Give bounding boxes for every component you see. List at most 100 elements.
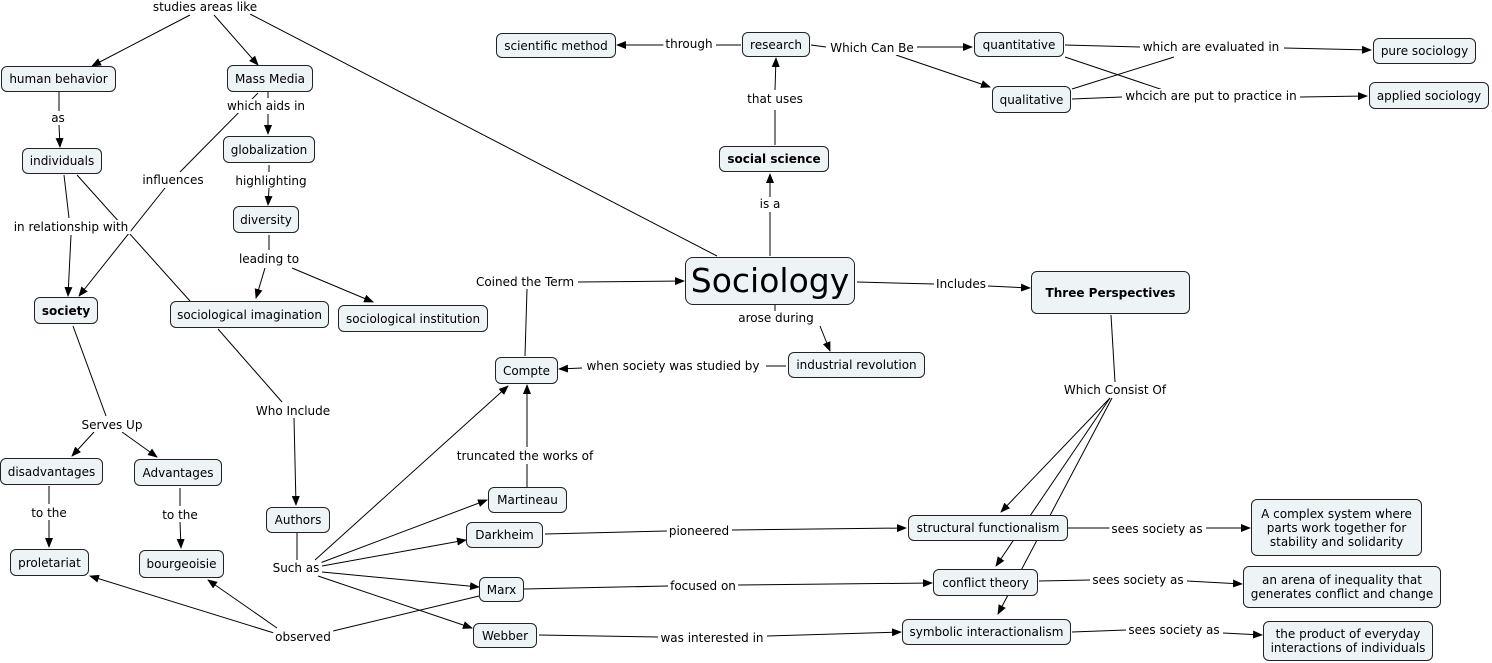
link-which-aids-in: which aids in (224, 99, 308, 113)
link-which-can-be: Which Can Be (828, 41, 916, 55)
arrow-to-applied-sociology (1299, 92, 1368, 101)
node-arena-inequality[interactable]: an arena of inequality that generates co… (1243, 566, 1441, 608)
node-pure-sociology[interactable]: pure sociology (1373, 38, 1476, 64)
link-influences: influences (140, 173, 206, 187)
arrow-to-individuals (55, 124, 64, 148)
node-globalization[interactable]: globalization (223, 136, 315, 163)
node-society[interactable]: society (34, 297, 98, 324)
node-advantages[interactable]: Advantages (134, 459, 222, 486)
arrow-to-sociological-imagination (254, 267, 266, 299)
arrow-to-human-behavior (91, 14, 191, 67)
node-symbolic-interactionalism[interactable]: symbolic interactionalism (902, 619, 1071, 645)
node-qualitative[interactable]: qualitative (992, 86, 1071, 113)
arrow-to-three-perspectives (987, 283, 1031, 292)
node-sociological-imagination[interactable]: sociological imagination (170, 301, 329, 328)
link-includes: Includes (934, 277, 988, 291)
link-to-the-bourgeoisie: to the (160, 508, 200, 522)
node-sociology[interactable]: Sociology (685, 257, 855, 305)
node-complex-system[interactable]: A complex system where parts work togeth… (1251, 499, 1422, 556)
arrow-to-martineau (319, 499, 488, 564)
arrow-to-disadvantages (71, 431, 95, 457)
node-industrial-revolution[interactable]: industrial revolution (788, 352, 925, 378)
node-darkheim[interactable]: Darkheim (466, 522, 543, 548)
node-structural-functionalism[interactable]: structural functionalism (908, 515, 1068, 541)
node-disadvantages[interactable]: disadvantages (0, 458, 103, 485)
link-as: as (49, 111, 67, 125)
arrow-to-arena (1186, 579, 1243, 588)
node-human-behavior[interactable]: human behavior (1, 66, 116, 92)
arrow-to-mass-media (213, 14, 259, 66)
link-arose-during: arose during (736, 311, 816, 325)
arrow-to-proletariat-observed (89, 574, 275, 634)
arrow-to-sociology (577, 277, 685, 286)
link-which-consist-of: Which Consist Of (1061, 383, 1169, 397)
arrow-to-bourgeoisie-observed (207, 579, 278, 629)
node-diversity[interactable]: diversity (233, 206, 299, 233)
link-to-the-proletariat: to the (29, 506, 69, 520)
node-webber[interactable]: Webber (473, 623, 537, 648)
arrow-to-product (1222, 630, 1263, 639)
arrow-to-pure-sociology (1283, 45, 1372, 54)
node-proletariat[interactable]: proletariat (10, 549, 89, 576)
node-quantitative[interactable]: quantitative (974, 32, 1064, 57)
link-that-uses: that uses (745, 92, 805, 106)
node-compte[interactable]: Compte (495, 357, 558, 384)
arrow-to-society-from-media (78, 187, 166, 297)
node-applied-sociology[interactable]: applied sociology (1369, 82, 1489, 109)
node-research[interactable]: research (742, 32, 810, 57)
link-such-as: Such as (270, 561, 322, 575)
arrow-to-darkheim (321, 537, 467, 567)
arrow-to-si (766, 628, 902, 637)
node-product-everyday[interactable]: the product of everyday interactions of … (1263, 621, 1433, 661)
link-sees-society-as-ct: sees society as (1090, 573, 1186, 587)
link-studies-areas-like: studies areas like (150, 0, 260, 14)
link-serves-up: Serves Up (79, 418, 145, 432)
arrow-to-sociological-institution (291, 267, 374, 303)
node-sociological-institution[interactable]: sociological institution (338, 305, 488, 332)
node-authors[interactable]: Authors (266, 507, 330, 533)
link-who-include: Who Include (253, 404, 333, 418)
arrow-to-compte-from-authors (314, 385, 509, 561)
link-observed: observed (273, 630, 333, 644)
link-is-a: is a (757, 197, 783, 211)
arrow-to-qualitative (895, 54, 991, 88)
node-martineau[interactable]: Martineau (488, 487, 567, 513)
arrow-to-marx (321, 571, 480, 591)
arrow-to-industrial-revolution (819, 325, 831, 352)
arrow-to-advantages (121, 431, 158, 458)
edge-sociology-studies (249, 13, 718, 257)
arrow-to-compte (558, 364, 583, 373)
node-three-perspectives[interactable]: Three Perspectives (1031, 271, 1190, 314)
arrow-to-ct (737, 579, 933, 588)
link-in-relationship-with: in relationship with (11, 220, 131, 234)
arrow-to-authors (291, 417, 300, 506)
node-individuals[interactable]: individuals (22, 148, 102, 174)
link-put-to-practice-in: whcich are put to practice in (1123, 89, 1299, 103)
arrow-to-society (64, 234, 73, 297)
link-focused-on: focused on (668, 579, 738, 593)
node-social-science[interactable]: social science (719, 146, 829, 172)
node-mass-media[interactable]: Mass Media (227, 65, 313, 92)
link-sees-society-as-si: sees society as (1126, 623, 1222, 637)
arrow-to-structural-functionalism (1000, 397, 1111, 513)
link-truncated-the-works-of: truncated the works of (454, 449, 596, 463)
link-coined-the-term: Coined the Term (473, 275, 577, 289)
arrow-to-webber (317, 575, 473, 629)
link-sees-society-as-sf: sees society as (1109, 522, 1205, 536)
link-through: through (663, 37, 715, 51)
arrow-to-research (771, 57, 780, 91)
link-highlighting: highlighting (233, 174, 309, 188)
arrow-to-diversity (264, 187, 273, 206)
arrow-to-sf (731, 524, 907, 533)
node-marx[interactable]: Marx (479, 577, 524, 602)
link-was-interested-in: was interested in (658, 631, 766, 645)
link-pioneered: pioneered (666, 524, 732, 538)
link-when-society-was-studied-by: when society was studied by (584, 359, 762, 373)
link-leading-to: leading to (236, 252, 302, 266)
node-conflict-theory[interactable]: conflict theory (933, 569, 1038, 596)
node-bourgeoisie[interactable]: bourgeoisie (139, 550, 224, 578)
node-scientific-method[interactable]: scientific method (496, 33, 616, 58)
link-which-are-evaluated-in: which are evaluated in (1140, 40, 1282, 54)
